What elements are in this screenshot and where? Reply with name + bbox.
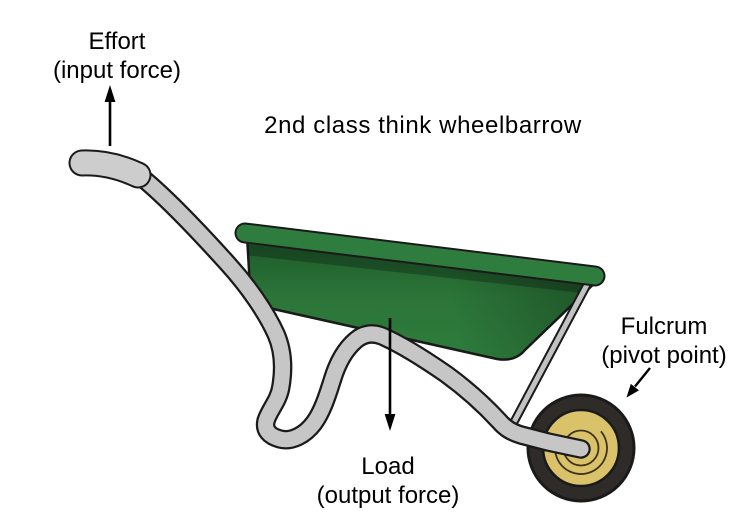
load-label: Load (output force) <box>317 452 460 510</box>
effort-arrow <box>104 85 116 146</box>
fulcrum-arrow <box>626 367 651 398</box>
effort-label: Effort (input force) <box>53 27 181 85</box>
effort-label-line2: (input force) <box>52 57 182 84</box>
wheel-hub-arc <box>554 430 608 475</box>
fulcrum-label-line2: (pivot point) <box>601 342 727 369</box>
load-label-line2: (output force) <box>316 482 460 509</box>
frame-tube <box>132 168 589 457</box>
bin-rim <box>236 224 604 285</box>
diagram-title: 2nd class think wheelbarrow <box>264 112 582 139</box>
handle-grip <box>70 151 150 187</box>
effort-label-line1: Effort <box>88 28 146 55</box>
fulcrum-label: Fulcrum (pivot point) <box>601 312 726 370</box>
load-label-line1: Load <box>361 453 415 480</box>
load-arrow <box>384 318 396 431</box>
fulcrum-label-line1: Fulcrum <box>620 313 708 340</box>
support-strut <box>511 278 592 425</box>
